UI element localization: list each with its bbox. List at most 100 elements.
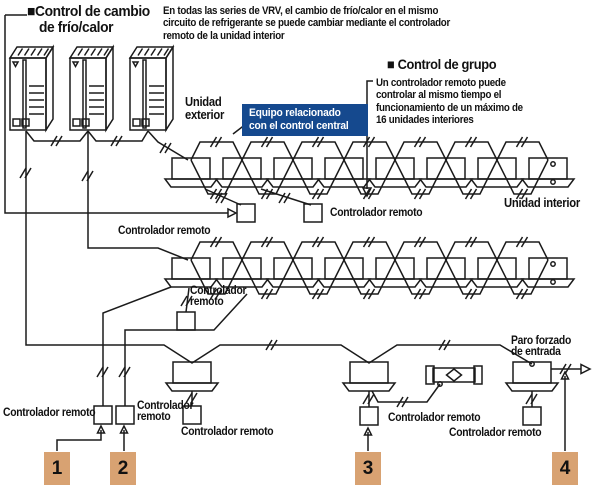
indoor-unit-tray (520, 278, 576, 288)
outdoor-unit-front (9, 57, 47, 131)
break-mark (311, 188, 325, 200)
break-mark (110, 135, 123, 147)
group-note-line: funcionamiento de un máximo de (376, 101, 523, 114)
break-mark (464, 136, 478, 148)
break-mark (209, 236, 223, 248)
outdoor-unit-side (165, 44, 174, 133)
remote-controller-bottom-remote-2 (115, 405, 135, 425)
outdoor-unit-seam (142, 59, 147, 129)
indoor-unit-body (349, 361, 389, 384)
break-mark (185, 392, 198, 404)
forced-stop-arrowhead (580, 363, 592, 375)
outdoor-unit-seam (22, 59, 27, 129)
break-mark (515, 288, 529, 300)
hrv-unit-cap (425, 365, 435, 385)
break-mark (413, 288, 427, 300)
label-remote-text: remoto (137, 411, 171, 423)
outdoor-unit-logo (71, 61, 80, 69)
label-remote-text: Controlador (137, 400, 194, 412)
wire-top-arc (394, 241, 447, 261)
outdoor-unit-grille (103, 48, 110, 56)
wire-bottom-arc (445, 259, 498, 295)
break-mark (19, 167, 32, 179)
label-remote-row3-b: Controlador remoto (388, 412, 481, 424)
junction-dot (550, 161, 556, 167)
group-pointer-arrowhead (361, 187, 373, 198)
wire-top-arc (292, 241, 345, 261)
label-remote-text: Controlador remoto (181, 426, 274, 438)
wire-top-arc (190, 241, 243, 261)
wire-top-arc (394, 141, 447, 161)
wire-top-arc (445, 141, 498, 161)
central-control-line: con el control central (249, 119, 349, 132)
wire-outdoor-chain (25, 130, 89, 142)
wire-bottom-arc (292, 259, 345, 295)
outdoor-unit-front (69, 57, 107, 131)
outdoor-unit-port (21, 118, 30, 127)
wire-row2-feed (87, 131, 189, 261)
break-mark (413, 236, 427, 248)
break-mark (278, 192, 291, 204)
break-mark (515, 236, 529, 248)
break-mark (50, 135, 63, 147)
indoor-unit-tray (265, 178, 321, 188)
outdoor-unit-side (45, 44, 54, 133)
indoor-unit-tray (214, 178, 270, 188)
label-remote-text: Controlador remoto (330, 207, 423, 219)
break-mark (159, 142, 172, 154)
break-mark (96, 366, 109, 378)
wire-bottom-arc (190, 159, 243, 195)
indoor-unit-tray (418, 278, 474, 288)
outdoor-unit-grille (96, 48, 103, 56)
label-forced-stop-line: Paro forzado (511, 335, 572, 347)
outdoor-unit-port (132, 118, 141, 127)
remote-controller-bottom-remote-1 (93, 405, 113, 425)
indoor-unit-tray (265, 278, 321, 288)
wire-bottom-arc (241, 159, 294, 195)
break-mark (180, 295, 193, 307)
break-mark (413, 188, 427, 200)
outdoor-unit-grille (156, 48, 163, 56)
changeover-heading-line2: de frío/calor (38, 18, 114, 36)
outdoor-unit-grille (83, 48, 90, 56)
label-remote-text: Controlador remoto (3, 407, 96, 419)
label-outdoor-unit-line: exterior (185, 107, 225, 122)
indoor-unit-tray (367, 278, 423, 288)
outdoor-unit-seam (82, 59, 87, 129)
number-tag-2: 2 (110, 452, 136, 485)
break-mark (396, 396, 409, 408)
outdoor-unit-grille (90, 48, 97, 56)
outdoor-unit-grille (23, 48, 30, 56)
vrv-note: En todas las series de VRV, el cambio de… (163, 5, 450, 42)
junction-dot (550, 279, 556, 285)
indoor-unit-tray (164, 382, 220, 392)
wire-top-arc (292, 141, 345, 161)
remote-controller-row3-remote-b (359, 406, 379, 426)
wire-bottom-arc (445, 159, 498, 195)
wire-top-arc (496, 141, 549, 161)
wire-top-arc (190, 141, 243, 161)
outdoor-unit-grille (43, 48, 50, 56)
label-outdoor-unit-line: Unidad (185, 95, 222, 109)
label-remote-text: Controlador (190, 285, 247, 297)
break-mark (413, 136, 427, 148)
label-remote-text: Controlador remoto (388, 412, 481, 424)
outdoor-unit-grille (77, 48, 84, 56)
central-control-line: Equipo relacionado (249, 107, 341, 119)
outdoor-unit-grille (143, 48, 150, 56)
vrv-note-line: En todas las series de VRV, el cambio de… (163, 5, 439, 17)
wire-outdoor-chain (87, 130, 149, 142)
wire-bottom-arc (496, 159, 549, 195)
indoor-unit-tray (367, 178, 423, 188)
label-remote-bottom-2: Controlador remoto (137, 400, 194, 423)
break-mark (362, 236, 376, 248)
break-mark (118, 366, 131, 378)
hrv-unit-body (432, 367, 476, 383)
indoor-unit-tray (469, 278, 525, 288)
remote-controller-row2-remote-a (176, 311, 196, 331)
wire-top-arc (241, 141, 294, 161)
junction-dot (550, 179, 556, 185)
wire-bottom-arc (496, 259, 549, 295)
group-heading-text: ■ Control de grupo (387, 56, 497, 72)
